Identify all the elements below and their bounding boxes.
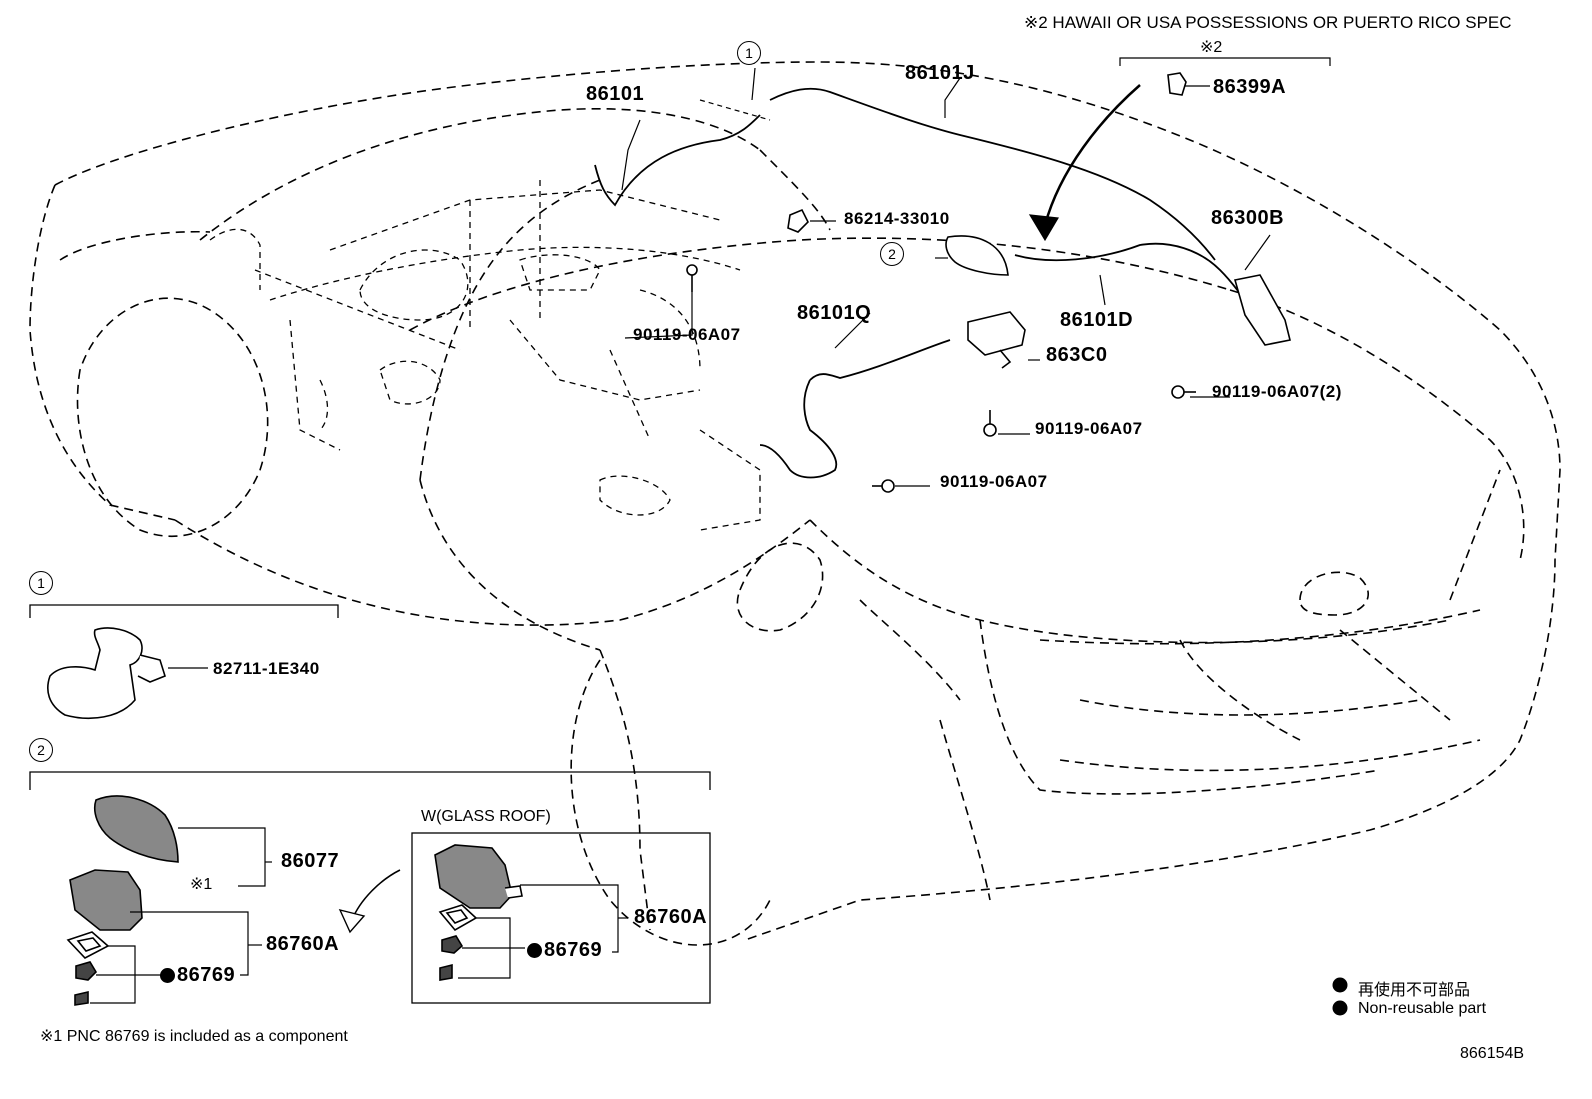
legend-jp: 再使用不可部品	[1358, 980, 1471, 999]
non-reusable-dot	[160, 968, 175, 983]
part-86077-label: 86077	[281, 850, 340, 872]
part-863C0-label: 863C0	[1046, 344, 1108, 366]
part-86101D-label: 86101D	[1060, 309, 1134, 331]
glass-roof-box	[338, 832, 711, 1004]
non-reusable-dot	[527, 943, 542, 958]
callout-2-box: 2	[29, 738, 53, 762]
part-82711-label: 82711-1E340	[213, 659, 320, 678]
bolt-label-d: 90119-06A07	[940, 472, 1048, 491]
interior-outline	[209, 180, 761, 531]
part-86300B-label: 86300B	[1211, 207, 1285, 229]
note-1-marker: ※1	[190, 876, 213, 893]
part-86101J-label: 86101J	[905, 62, 975, 84]
bolt-label-b: 90119-06A07(2)	[1212, 382, 1342, 401]
footnote: ※1 PNC 86769 is included as a component	[40, 1028, 348, 1045]
bolt-label-c: 90119-06A07	[1035, 419, 1143, 438]
leader-lines	[621, 57, 1331, 487]
callout-1-top: 1	[737, 41, 761, 65]
diagram-id: 866154B	[1460, 1045, 1525, 1062]
antenna-harness	[594, 87, 1263, 479]
detail-box-2	[29, 771, 711, 1006]
bolt-label-a: 90119-06A07	[633, 325, 741, 344]
spec-note: ※2 HAWAII OR USA POSSESSIONS OR PUERTO R…	[1024, 13, 1512, 32]
detail-box-1	[29, 604, 339, 720]
part-86399A-label: 86399A	[1213, 76, 1287, 98]
spec-note-marker: ※2	[1200, 39, 1223, 56]
part-86769-label-1: 86769	[160, 965, 235, 985]
callout-2-roof: 2	[880, 242, 904, 266]
components	[686, 72, 1291, 493]
legend-en: Non-reusable part	[1358, 1000, 1487, 1017]
part-86214-label: 86214-33010	[844, 209, 950, 228]
legend-dot-jp	[1332, 977, 1348, 993]
glass-roof-title: W(GLASS ROOF)	[421, 808, 551, 825]
part-86101Q-label: 86101Q	[797, 302, 872, 324]
part-86760A-label-1: 86760A	[266, 933, 340, 955]
callout-1-box: 1	[29, 571, 53, 595]
part-86101-label: 86101	[586, 83, 645, 105]
part-86769-label-2: 86769	[527, 940, 602, 960]
part-86760A-label-2: 86760A	[634, 906, 708, 928]
legend-dot-en	[1332, 1000, 1348, 1016]
car-body-outline	[29, 61, 1561, 946]
